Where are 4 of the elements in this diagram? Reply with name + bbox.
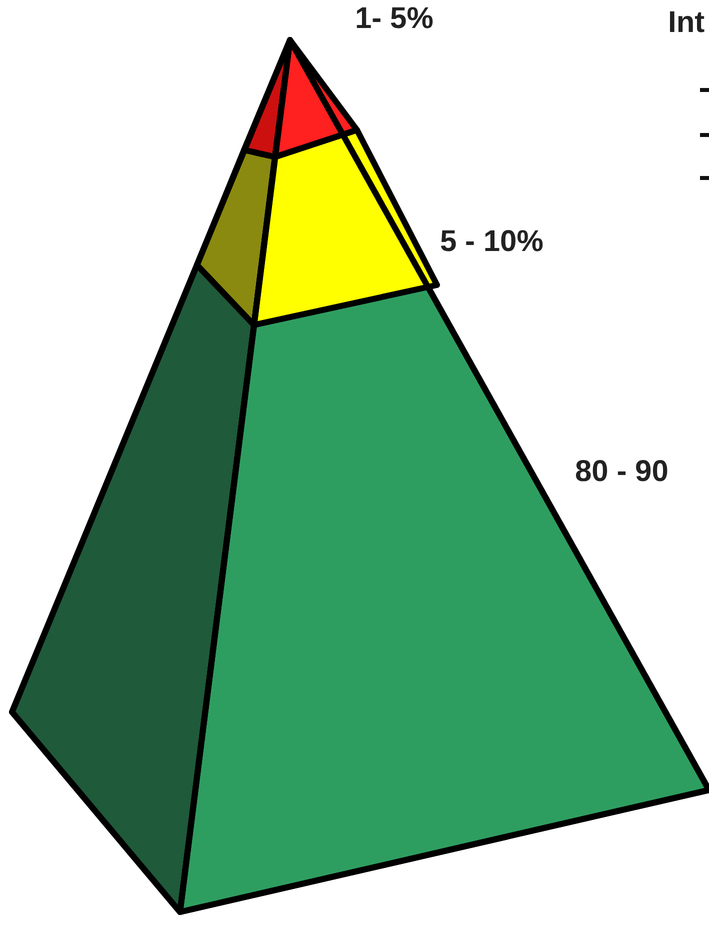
heading-text: Int bbox=[668, 6, 705, 40]
tier-percentage-label: 80 - 90 bbox=[575, 455, 668, 489]
tier-percentage-label: 1- 5% bbox=[355, 2, 434, 36]
tier-percentage-label: 5 - 10% bbox=[440, 225, 544, 259]
